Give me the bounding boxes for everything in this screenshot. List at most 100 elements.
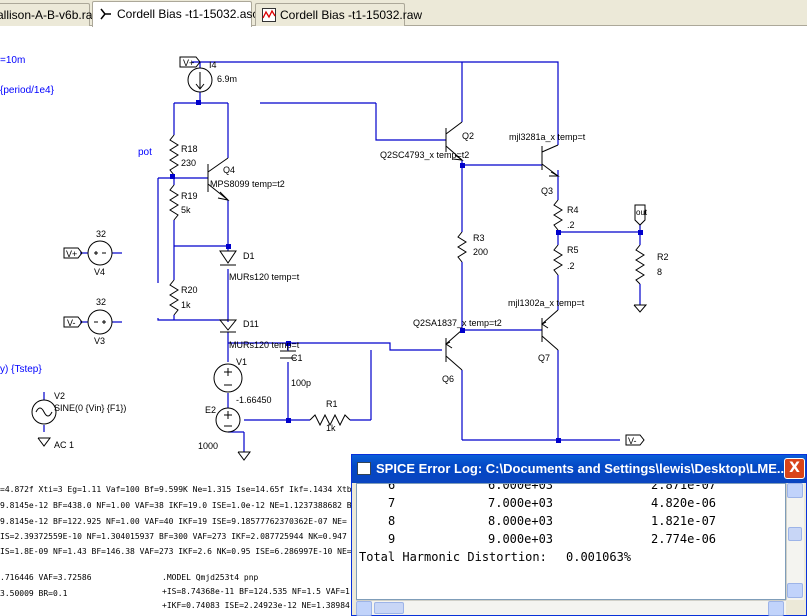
ac-label: AC 1 (54, 440, 75, 450)
c1-label: C1 (291, 353, 303, 363)
r20-value: 1k (181, 300, 191, 310)
model-line: +IKF=0.74083 ISE=2.24923e-12 NE=1.38984 (162, 601, 350, 610)
scroll-thumb[interactable] (788, 527, 802, 541)
q6-label: Q6 (442, 374, 455, 384)
r20-label: R20 (181, 285, 198, 295)
log-row-index: 6 (388, 483, 396, 492)
log-row-value: 1.821e-07 (651, 514, 717, 528)
model-line: 9.8145e-12 BF=438.0 NF=1.00 VAF=38 IKF=1… (0, 501, 352, 510)
i4-label: I4 (209, 60, 217, 70)
out-label: out (636, 208, 648, 217)
vplus-flag-label: V+ (183, 58, 195, 68)
log-row-index: 8 (388, 514, 396, 528)
vminus-flag-label: V- (628, 436, 637, 446)
junction-dots (170, 100, 643, 443)
v1-value: -1.66450 (236, 395, 272, 405)
v2-value: SINE(0 {Vin} {F1}) (54, 403, 127, 413)
q3-model: mjl3281a_x temp=t (509, 132, 586, 142)
r2-label: R2 (657, 252, 669, 262)
schematic-drawing (31, 56, 648, 461)
log-row-freq: 9.000e+03 (488, 532, 554, 546)
r1-label: R1 (326, 399, 338, 409)
model-line: 3.50009 BR=0.1 (0, 589, 68, 598)
d1-label: D1 (243, 251, 255, 261)
r4-label: R4 (567, 205, 579, 215)
q4-label: Q4 (223, 165, 236, 175)
window-title-bar[interactable]: SPICE Error Log: C:\Documents and Settin… (352, 455, 806, 483)
tab-label: Cordell Bias -t1-15032.raw (280, 8, 423, 22)
d1-model: MURs120 temp=t (229, 272, 300, 282)
param-text: y) {Tstep} (0, 364, 42, 375)
r18-label: R18 (181, 144, 198, 154)
c1-value: 100p (291, 378, 312, 388)
r3-value: 200 (473, 247, 489, 257)
log-row-value: 4.820e-06 (651, 496, 717, 510)
scroll-left-button[interactable] (356, 601, 372, 616)
d11-label: D11 (243, 319, 259, 329)
close-button[interactable]: X (784, 458, 805, 479)
tab-bar: allison-A-B-v6b.raw Cordell Bias -t1-150… (0, 0, 807, 27)
thd-label: Total Harmonic Distortion: (359, 550, 547, 564)
thd-value: 0.001063% (566, 550, 632, 564)
r3-label: R3 (473, 233, 485, 243)
schematic-canvas[interactable]: =10m {period/1e4} pot y) {Tstep} AC 1 V+… (0, 27, 807, 616)
v4-label: V4 (94, 267, 106, 277)
log-row-value: 2.774e-06 (651, 532, 717, 546)
d11-model: MURs120 temp=t (229, 340, 300, 350)
schematic-icon (99, 7, 113, 21)
log-row-freq: 8.000e+03 (488, 514, 554, 528)
tab-label: allison-A-B-v6b.raw (0, 8, 102, 22)
e2-value: 1000 (198, 441, 219, 451)
q2-model: Q2SC4793_x temp=t2 (380, 150, 470, 160)
log-row-freq: 6.000e+03 (488, 483, 554, 492)
spice-error-log-window[interactable]: SPICE Error Log: C:\Documents and Settin… (351, 454, 807, 616)
model-line: 9.8145e-12 BF=122.925 NF=1.00 VAF=40 IKF… (0, 517, 347, 526)
tab-label: Cordell Bias -t1-15032.asc (117, 7, 259, 21)
r2-value: 8 (657, 267, 663, 277)
r4-value: .2 (567, 220, 575, 230)
r18-value: 230 (181, 158, 197, 168)
r19-label: R19 (181, 191, 198, 201)
log-row-value: 2.871e-07 (651, 483, 717, 492)
q7-model: mjl1302a_x temp=t (508, 298, 585, 308)
param-text: {period/1e4} (0, 85, 54, 96)
log-row-index: 7 (388, 496, 396, 510)
window-icon (357, 462, 371, 475)
model-line: +IS=8.74368e-11 BF=124.535 NF=1.5 VAF=1 (162, 587, 350, 596)
e2-label: E2 (205, 405, 217, 415)
v4-value: 32 (96, 229, 107, 239)
scroll-up-button[interactable] (787, 483, 803, 498)
r5-label: R5 (567, 245, 579, 255)
scroll-down-button[interactable] (787, 583, 803, 598)
param-text: =10m (0, 55, 26, 66)
model-line: =4.872f Xti=3 Eg=1.11 Vaf=100 Bf=9.599K … (0, 485, 381, 494)
model-line: IS=2.39372559E-10 NF=1.304015937 BF=300 … (0, 532, 347, 541)
scroll-thumb-h[interactable] (374, 602, 404, 614)
tab-allison-raw[interactable]: allison-A-B-v6b.raw (0, 3, 101, 26)
q2-label: Q2 (462, 131, 475, 141)
pot-label: pot (138, 147, 152, 158)
tab-cordell-asc[interactable]: Cordell Bias -t1-15032.asc (92, 1, 258, 27)
model-line: IS=1.8E-09 NF=1.43 BF=146.38 VAF=273 IKF… (0, 547, 352, 556)
waveform-icon (262, 8, 276, 22)
tab-cordell-raw[interactable]: Cordell Bias -t1-15032.raw (255, 3, 422, 26)
r1-value: 1k (326, 423, 336, 433)
component-symbols (31, 56, 648, 461)
horizontal-scrollbar[interactable] (356, 600, 786, 616)
log-text-area[interactable]: 6 6.000e+03 2.871e-07 7 7.000e+03 4.820e… (356, 483, 786, 600)
v3-value: 32 (96, 297, 107, 307)
v1-label: V1 (236, 357, 248, 367)
window-title: SPICE Error Log: C:\Documents and Settin… (376, 461, 788, 476)
model-line: .716446 VAF=3.72586 (0, 573, 92, 582)
r5-value: .2 (567, 261, 575, 271)
wires (43, 61, 641, 452)
v2-label: V2 (54, 391, 66, 401)
q7-label: Q7 (538, 353, 551, 363)
q6-model: Q2SA1837_x temp=t2 (413, 318, 502, 328)
scroll-right-button[interactable] (768, 601, 784, 616)
v3-port-label: V- (67, 318, 76, 328)
r19-value: 5k (181, 205, 191, 215)
q4-model: MPS8099 temp=t2 (210, 179, 285, 189)
log-row-freq: 7.000e+03 (488, 496, 554, 510)
vertical-scrollbar[interactable] (786, 483, 804, 600)
